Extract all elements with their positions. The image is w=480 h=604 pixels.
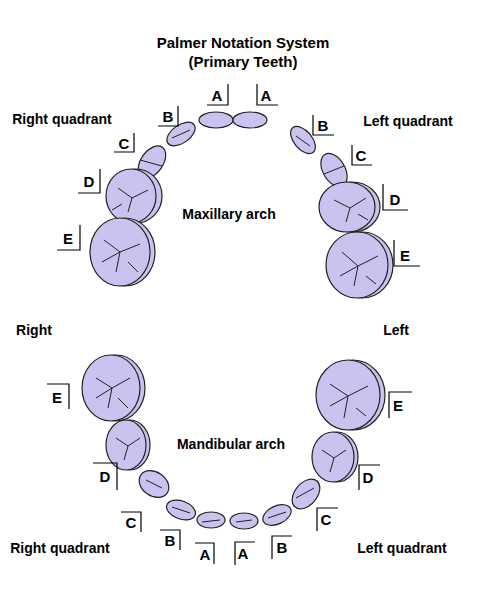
- tooth-letter: A: [212, 88, 223, 103]
- tooth: [316, 360, 380, 430]
- fissure: [172, 130, 310, 146]
- palmer-bracket: [78, 169, 100, 193]
- palmer-bracket: [93, 463, 117, 490]
- fissure: [322, 450, 346, 472]
- quadrant-label: Right quadrant: [12, 112, 112, 126]
- tooth-letter: A: [200, 547, 211, 562]
- tooth-letter: C: [356, 148, 367, 163]
- palmer-bracket: [257, 84, 278, 105]
- side-label: Left: [383, 323, 409, 337]
- fissure: [334, 198, 368, 222]
- tooth-letter: A: [238, 546, 249, 561]
- arch-label: Mandibular arch: [177, 437, 285, 451]
- tooth-letter: B: [163, 109, 174, 124]
- palmer-bracket: [195, 543, 214, 564]
- tooth-letter: A: [261, 88, 272, 103]
- palmer-bracket: [313, 115, 334, 135]
- tooth: [286, 122, 320, 158]
- tooth-letter: D: [363, 470, 374, 485]
- tooth: [199, 112, 233, 128]
- tooth-letter: B: [318, 118, 329, 133]
- fissure: [172, 507, 286, 518]
- quadrant-label: Right quadrant: [10, 541, 110, 555]
- palmer-bracket: [383, 184, 408, 210]
- palmer-brackets: [47, 84, 420, 565]
- palmer-bracket: [121, 512, 141, 532]
- tooth: [82, 355, 140, 421]
- tooth-letter: B: [277, 540, 288, 555]
- tooth-letter: E: [393, 398, 403, 413]
- fissure: [330, 384, 368, 418]
- palmer-bracket: [47, 384, 69, 409]
- fissure: [112, 188, 148, 212]
- tooth-letter: E: [52, 390, 62, 405]
- palmer-bracket: [57, 225, 80, 250]
- palmer-bracket: [207, 84, 228, 105]
- palmer-bracket: [114, 133, 134, 152]
- fissure: [96, 378, 130, 408]
- fissure: [146, 480, 314, 498]
- tooth-letter: D: [100, 469, 111, 484]
- tooth: [106, 169, 156, 223]
- palmer-bracket: [272, 536, 292, 559]
- diagram-title: Palmer Notation System (Primary Teeth): [143, 33, 343, 71]
- tooth: [326, 232, 388, 298]
- arch-label: Maxillary arch: [182, 207, 275, 221]
- palmer-bracket: [359, 465, 380, 490]
- fissure: [340, 252, 378, 286]
- tooth-letter: D: [390, 192, 401, 207]
- tooth-letter: E: [400, 248, 410, 263]
- palmer-bracket: [389, 392, 412, 418]
- tooth-letter: B: [165, 533, 176, 548]
- fissure: [202, 520, 252, 522]
- tooth: [90, 218, 150, 286]
- tooth-letter: C: [119, 136, 130, 151]
- palmer-bracket: [352, 145, 372, 165]
- palmer-bracket: [158, 106, 178, 126]
- fissure: [116, 438, 140, 460]
- tooth-letter: E: [63, 231, 73, 246]
- quadrant-label: Left quadrant: [357, 541, 446, 555]
- tooth: [197, 512, 225, 528]
- fissure: [140, 160, 344, 174]
- palmer-bracket: [317, 508, 338, 531]
- tooth-shapes: [82, 112, 393, 529]
- tooth: [319, 182, 375, 232]
- side-label: Right: [16, 323, 52, 337]
- fissure: [102, 240, 140, 272]
- tooth: [233, 112, 267, 128]
- quadrant-label: Left quadrant: [363, 114, 452, 128]
- palmer-bracket: [235, 542, 255, 565]
- palmer-bracket: [394, 240, 420, 266]
- tooth-letter: D: [84, 174, 95, 189]
- tooth-letter: C: [126, 515, 137, 530]
- tooth-fissures: [96, 130, 378, 522]
- tooth-letter: C: [321, 512, 332, 527]
- palmer-bracket: [160, 530, 180, 550]
- tooth: [312, 432, 354, 482]
